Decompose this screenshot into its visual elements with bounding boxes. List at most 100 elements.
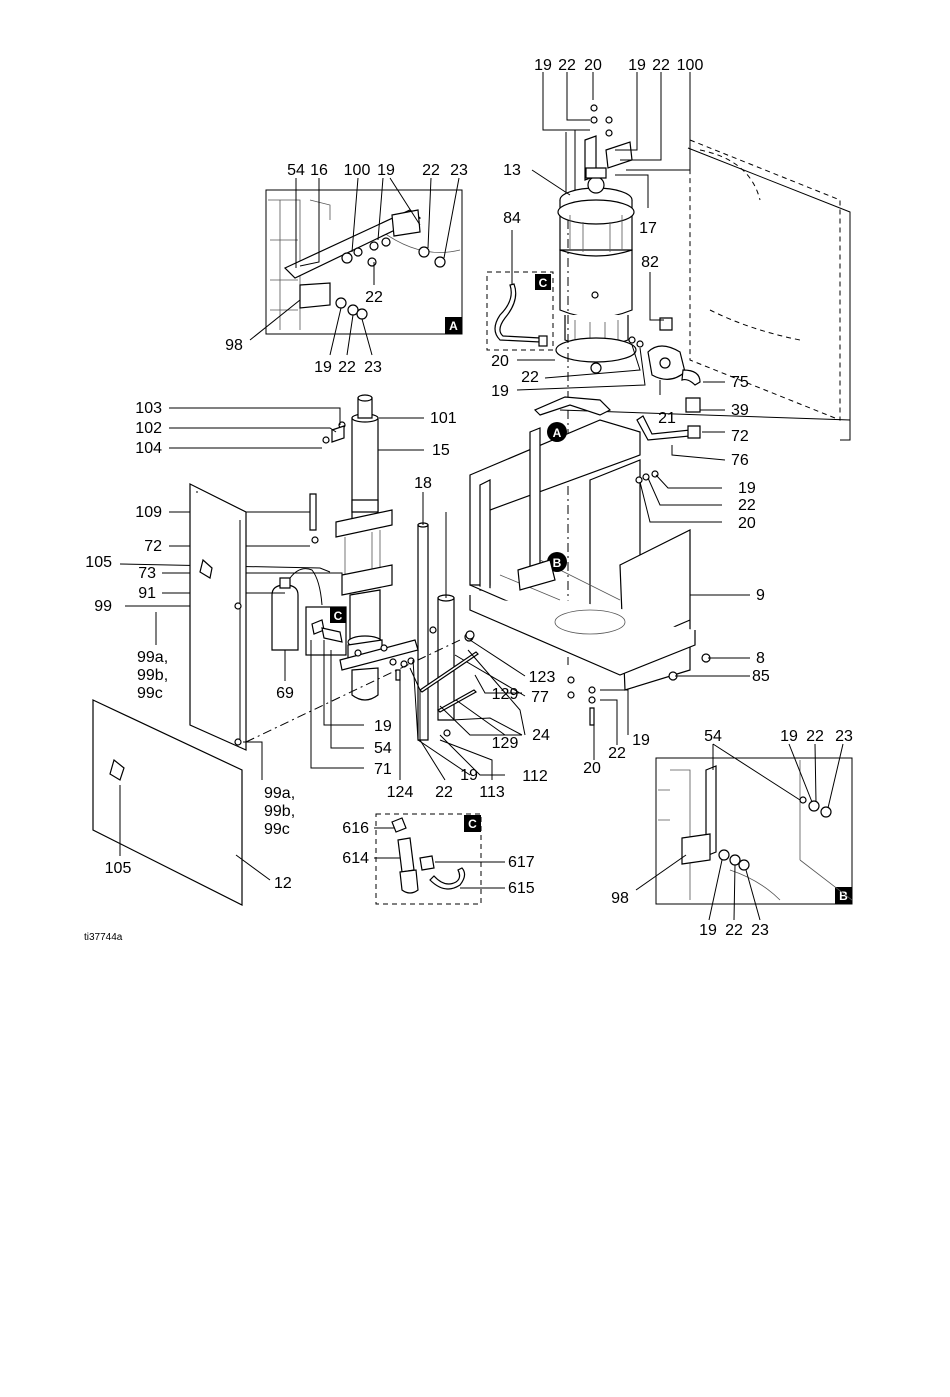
inset-b: B 54 19 22 23 98 19 22 23 — [611, 728, 853, 939]
label-22-frame: 22 — [738, 497, 756, 514]
label-76: 76 — [731, 452, 749, 469]
label-21: 21 — [658, 410, 676, 427]
inset-b-label-22-bottom: 22 — [725, 922, 743, 939]
label-13: 13 — [503, 162, 521, 179]
label-91: 91 — [138, 585, 156, 602]
inset-a-label-16: 16 — [310, 162, 328, 179]
label-75: 75 — [731, 374, 749, 391]
label-20-frame-bottom: 20 — [583, 760, 601, 777]
label-77: 77 — [531, 689, 549, 706]
label-99: 99 — [94, 598, 112, 615]
inset-b-label-54: 54 — [704, 728, 722, 745]
inset-c-bottom-tag: C — [468, 817, 477, 831]
label-99abc-top-b: 99b, — [137, 667, 168, 684]
label-123: 123 — [529, 669, 556, 686]
inset-a-label-19-bottom: 19 — [314, 359, 332, 376]
inset-c-bottom: C 616 614 617 615 — [342, 813, 535, 905]
label-19-pump: 19 — [374, 718, 392, 735]
panels: 99a, 99b, 99c 105 12 — [92, 483, 461, 906]
label-85: 85 — [752, 668, 770, 685]
label-104: 104 — [135, 440, 162, 457]
label-102: 102 — [135, 420, 162, 437]
warning-icon-front — [109, 758, 125, 781]
label-105-top: 105 — [85, 554, 112, 571]
label-84: 84 — [503, 210, 521, 227]
label-99abc-bottom-a: 99a, — [264, 785, 295, 802]
label-69: 69 — [276, 685, 294, 702]
label-105-bottom: 105 — [105, 860, 132, 877]
label-12: 12 — [274, 875, 292, 892]
label-19-b: 19 — [628, 57, 646, 74]
inset-a-label-22-inner: 22 — [365, 289, 383, 306]
label-101: 101 — [430, 410, 457, 427]
label-113: 113 — [479, 784, 505, 801]
inset-a: A 54 16 100 19 22 23 22 98 19 22 — [225, 162, 468, 376]
callout-b: B — [553, 556, 562, 570]
callout-a: A — [553, 426, 562, 440]
label-39: 39 — [731, 402, 749, 419]
label-112: 112 — [522, 768, 548, 785]
label-15: 15 — [432, 442, 450, 459]
inset-b-label-19: 19 — [780, 728, 798, 745]
label-22-left: 22 — [521, 369, 539, 386]
label-20: 20 — [584, 57, 602, 74]
rear-enclosure-panel — [559, 139, 851, 441]
label-73: 73 — [138, 565, 156, 582]
label-8: 8 — [756, 650, 765, 667]
top-pump-assembly: C 19 22 20 19 22 100 13 84 17 82 75 39 7… — [486, 57, 749, 665]
left-pump-assembly: C 103 101 102 15 104 109 72 105 73 91 99 — [85, 394, 478, 801]
label-616: 616 — [342, 820, 369, 837]
drawing-id: ti37744a — [84, 932, 123, 943]
inset-a-label-22: 22 — [422, 162, 440, 179]
tube-assembly: 18 129 24 129 112 113 — [414, 475, 550, 801]
label-72-left: 72 — [144, 538, 162, 555]
label-124: 124 — [387, 784, 414, 801]
label-20-left: 20 — [491, 353, 509, 370]
label-99abc-top-a: 99a, — [137, 649, 168, 666]
label-614: 614 — [342, 850, 369, 867]
label-17: 17 — [639, 220, 657, 237]
inset-a-tag: A — [449, 319, 458, 333]
label-19-frame-bottom: 19 — [632, 732, 650, 749]
label-99abc-top-c: 99c — [137, 685, 163, 702]
label-18: 18 — [414, 475, 432, 492]
inset-b-tag: B — [839, 889, 848, 903]
label-20-frame: 20 — [738, 515, 756, 532]
label-72-right: 72 — [731, 428, 749, 445]
label-103: 103 — [135, 400, 162, 417]
label-109: 109 — [135, 504, 162, 521]
label-129-bottom: 129 — [492, 735, 519, 752]
label-82: 82 — [641, 254, 659, 271]
label-71: 71 — [374, 761, 392, 778]
inset-b-label-98: 98 — [611, 890, 629, 907]
label-615: 615 — [508, 880, 535, 897]
warning-icon-side — [199, 558, 213, 579]
label-617: 617 — [508, 854, 535, 871]
inset-c-small-tag: C — [539, 276, 548, 290]
inset-b-label-22: 22 — [806, 728, 824, 745]
label-129-top: 129 — [492, 686, 519, 703]
label-22-b: 22 — [652, 57, 670, 74]
label-22-frame-bottom: 22 — [608, 745, 626, 762]
label-19-frame: 19 — [738, 480, 756, 497]
inset-a-label-100: 100 — [344, 162, 371, 179]
label-24: 24 — [532, 727, 550, 744]
label-19: 19 — [534, 57, 552, 74]
inset-a-label-54: 54 — [287, 162, 305, 179]
inset-a-label-23-bottom: 23 — [364, 359, 382, 376]
label-9: 9 — [756, 587, 765, 604]
inset-c-pump-tag: C — [334, 609, 343, 623]
inset-b-label-19-bottom: 19 — [699, 922, 717, 939]
label-100: 100 — [677, 57, 704, 74]
label-22-pump: 22 — [435, 784, 453, 801]
label-19-pump-bottom: 19 — [460, 767, 478, 784]
inset-a-label-19: 19 — [377, 162, 395, 179]
inset-b-label-23-bottom: 23 — [751, 922, 769, 939]
inset-a-label-23: 23 — [450, 162, 468, 179]
label-99abc-bottom-b: 99b, — [264, 803, 295, 820]
frame-assembly: A B 19 22 20 9 8 85 123 77 19 22 20 — [454, 396, 770, 777]
label-19-left: 19 — [491, 383, 509, 400]
inset-a-label-22-bottom: 22 — [338, 359, 356, 376]
label-22: 22 — [558, 57, 576, 74]
